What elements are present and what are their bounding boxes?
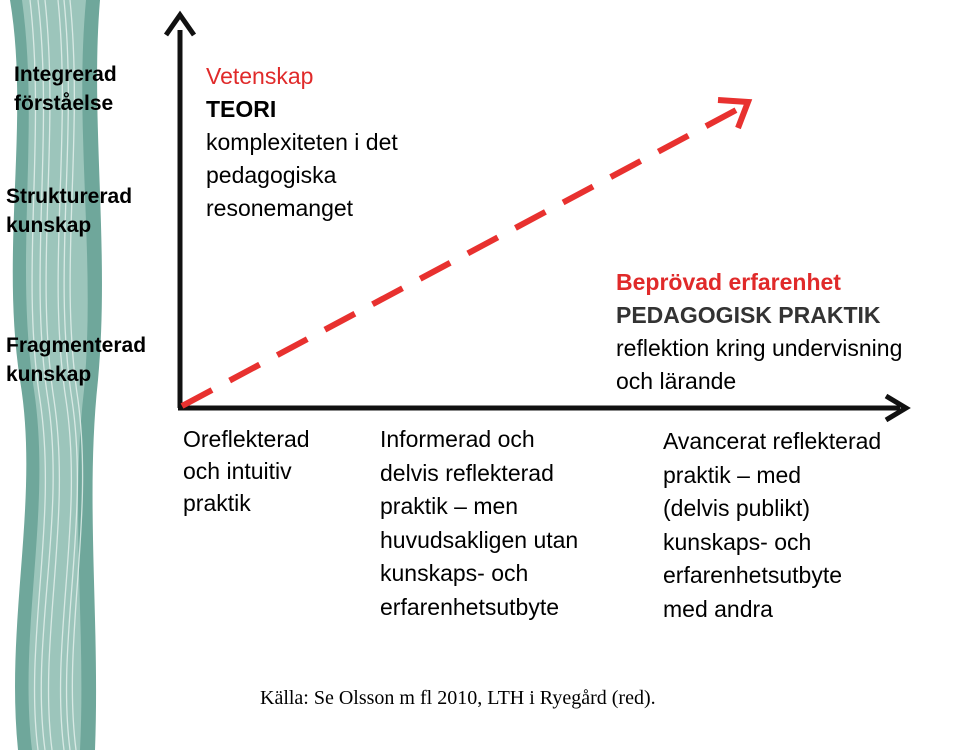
x-level-2-line: kunskaps- och (380, 560, 529, 586)
y-level-middle: Strukturerad kunskap (6, 182, 132, 240)
x-level-1: Oreflekterad och intuitiv praktik (183, 423, 310, 519)
theory-line: pedagogiska (206, 162, 337, 188)
x-level-2-line: praktik – men (380, 493, 519, 519)
x-level-1-line: och intuitiv (183, 458, 292, 484)
x-level-2: Informerad och delvis reflekterad prakti… (380, 423, 578, 624)
x-level-3-line: erfarenhetsutbyte (663, 562, 843, 588)
theory-box: Vetenskap TEORI komplexiteten i det peda… (206, 60, 398, 225)
practice-line: och lärande (616, 368, 737, 394)
source-citation: Källa: Se Olsson m fl 2010, LTH i Ryegår… (260, 687, 656, 709)
y-level-top-line2: förståelse (14, 92, 114, 115)
x-level-3-line: Avancerat reflekterad (663, 428, 882, 454)
decor-fibers (29, 0, 84, 750)
practice-subtitle: PEDAGOGISK PRAKTIK (616, 302, 881, 328)
trend-arrowhead (717, 97, 753, 130)
practice-title: Beprövad erfarenhet (616, 269, 841, 295)
y-level-top: Integrerad förståelse (14, 60, 117, 118)
y-axis-arrowhead (163, 10, 197, 37)
x-axis-arrowhead (884, 393, 911, 423)
y-level-middle-line2: kunskap (6, 214, 92, 237)
theory-subtitle: TEORI (206, 96, 277, 122)
x-level-3-line: kunskaps- och (663, 528, 812, 555)
x-level-1-line: Oreflekterad (183, 426, 310, 452)
theory-line: resonemanget (206, 195, 354, 221)
y-level-bottom-line1: Fragmenterad (6, 334, 147, 357)
y-level-bottom: Fragmenterad kunskap (6, 331, 146, 389)
x-level-2-line: erfarenhetsutbyte (380, 593, 560, 620)
x-level-2-line: huvudsakligen utan (380, 526, 579, 553)
decorative-strip (10, 0, 102, 750)
practice-box: Beprövad erfarenhet PEDAGOGISK PRAKTIK r… (616, 266, 902, 398)
decor-band-light (22, 0, 88, 750)
x-level-3-line: med andra (663, 595, 773, 622)
theory-title: Vetenskap (206, 63, 314, 89)
y-level-bottom-line2: kunskap (6, 363, 92, 386)
x-level-1-line: praktik (183, 490, 251, 516)
x-level-2-line: Informerad och (380, 426, 535, 452)
y-level-top-line1: Integrerad (14, 63, 117, 86)
x-level-2-line: delvis reflekterad (380, 459, 554, 486)
y-level-middle-line1: Strukturerad (6, 185, 133, 208)
x-level-3: Avancerat reflekterad praktik – med (del… (663, 425, 881, 626)
x-level-3-line: (delvis publikt) (663, 495, 810, 521)
theory-line: komplexiteten i det (206, 129, 398, 155)
x-level-3-line: praktik – med (663, 461, 802, 488)
practice-line: reflektion kring undervisning (616, 335, 903, 361)
